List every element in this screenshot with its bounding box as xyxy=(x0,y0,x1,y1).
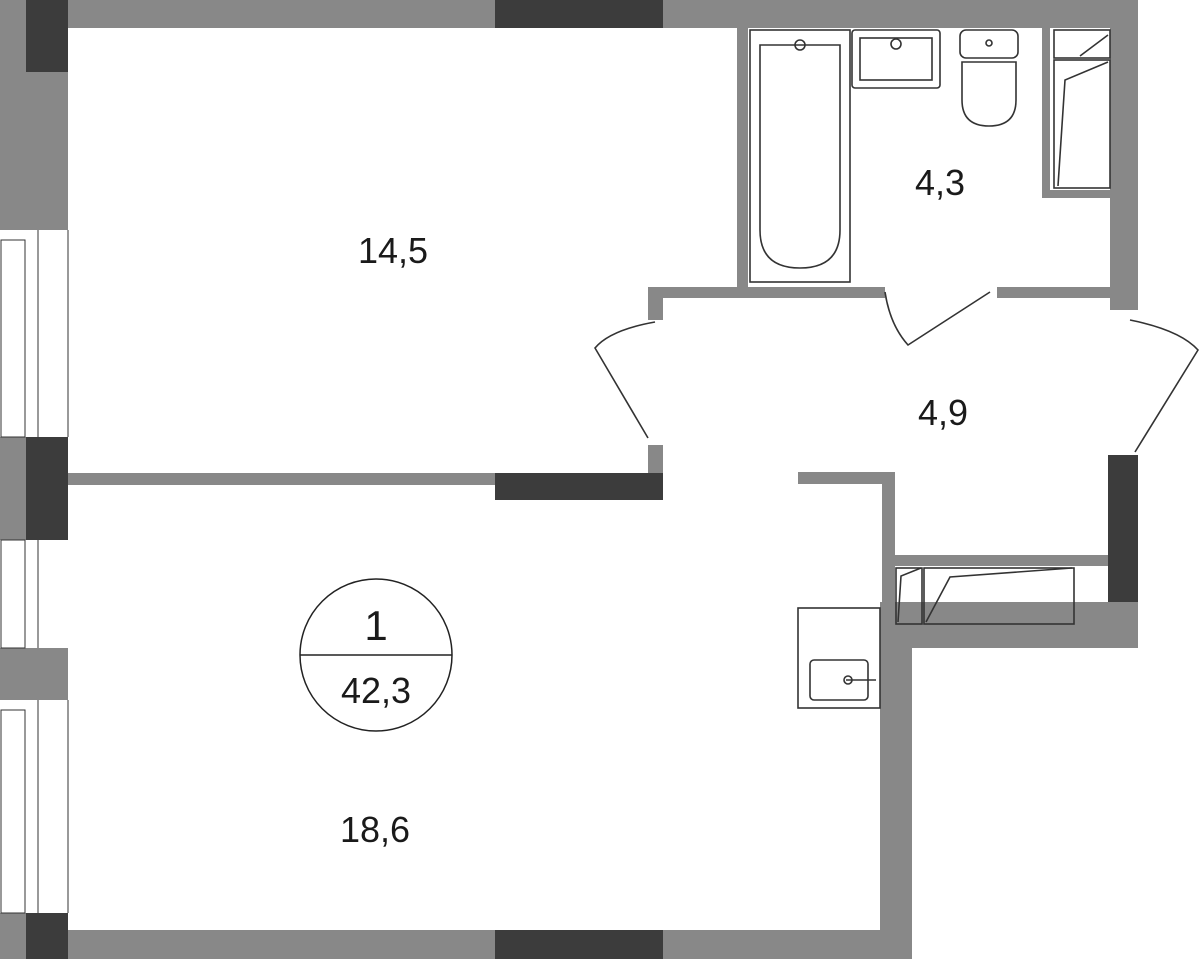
room-area-living: 18,6 xyxy=(340,809,410,850)
rooms-count: 1 xyxy=(364,602,387,649)
columns xyxy=(26,0,1138,959)
bathtub xyxy=(749,29,851,283)
toilet xyxy=(959,29,1019,127)
doors xyxy=(594,291,1199,453)
closet-hall xyxy=(895,567,1075,625)
total-area: 42,3 xyxy=(341,670,411,711)
sink xyxy=(851,29,941,89)
windows xyxy=(0,230,69,914)
room-area-bathroom: 4,3 xyxy=(915,162,965,203)
room-area-bedroom: 14,5 xyxy=(358,230,428,271)
room-area-hall: 4,9 xyxy=(918,392,968,433)
apartment-badge: 1 42,3 xyxy=(299,578,453,732)
closet-bathroom xyxy=(1053,29,1111,189)
kitchen-sink xyxy=(797,607,881,709)
